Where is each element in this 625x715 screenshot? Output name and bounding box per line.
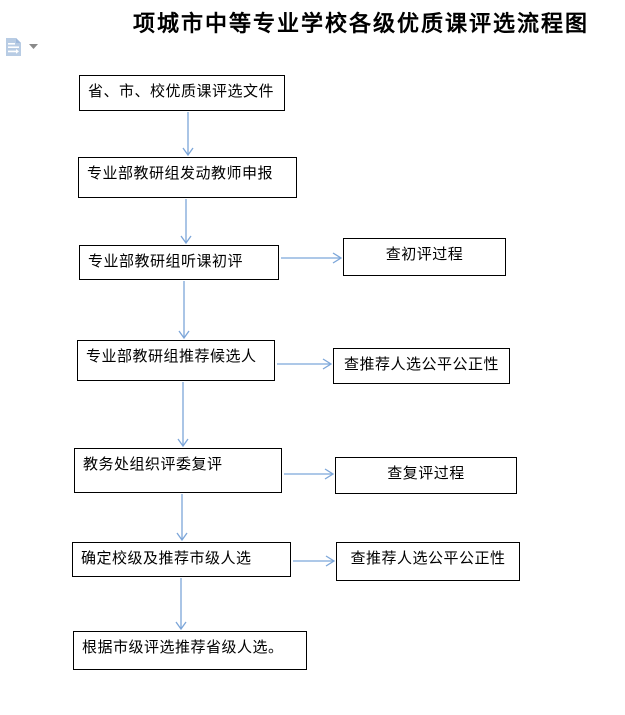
flow-step-label: 根据市级评选推荐省级人选。 [82,639,284,656]
flow-check-label: 查推荐人选公平公正性 [350,550,506,567]
flow-step-initial-review: 专业部教研组听课初评 [79,245,279,280]
flow-check-fairness-1: 查推荐人选公平公正性 [333,348,510,384]
flow-check-initial-review: 查初评过程 [343,238,506,276]
flow-check-label: 查复评过程 [387,465,465,482]
dropdown-arrow-icon[interactable] [29,44,38,50]
flow-step-confirm-school-city: 确定校级及推荐市级人选 [72,542,291,577]
flow-check-label: 查推荐人选公平公正性 [343,356,499,373]
flow-step-label: 教务处组织评委复评 [83,456,223,473]
flow-step-selection-files: 省、市、校优质课评选文件 [79,75,285,111]
connector-down-2 [180,199,192,245]
flow-step-re-evaluation: 教务处组织评委复评 [74,448,282,493]
flow-step-label: 确定校级及推荐市级人选 [81,550,252,567]
connector-right-3 [284,468,335,480]
flow-step-recommend-candidates: 专业部教研组推荐候选人 [77,340,275,381]
paste-options-icon [6,38,21,56]
connector-down-6 [175,578,187,631]
connector-right-1 [281,252,343,264]
connector-right-2 [277,358,333,370]
flow-check-fairness-2: 查推荐人选公平公正性 [336,542,520,581]
flow-step-mobilize-teachers: 专业部教研组发动教师申报 [78,157,297,198]
page-title: 项城市中等专业学校各级优质课评选流程图 [133,11,590,36]
connector-down-1 [182,112,194,157]
connector-down-5 [176,494,188,542]
connector-right-4 [293,555,336,567]
flow-check-re-evaluation: 查复评过程 [335,457,517,494]
paste-options-button[interactable] [3,37,39,57]
flow-step-provincial-recommend: 根据市级评选推荐省级人选。 [73,631,307,670]
flow-step-label: 专业部教研组推荐候选人 [86,348,257,365]
flow-step-label: 专业部教研组听课初评 [88,253,244,270]
flow-check-label: 查初评过程 [385,246,464,263]
flow-step-label: 专业部教研组发动教师申报 [87,165,274,182]
connector-down-4 [177,382,189,448]
connector-down-3 [178,281,190,340]
flow-step-label: 省、市、校优质课评选文件 [88,83,275,100]
